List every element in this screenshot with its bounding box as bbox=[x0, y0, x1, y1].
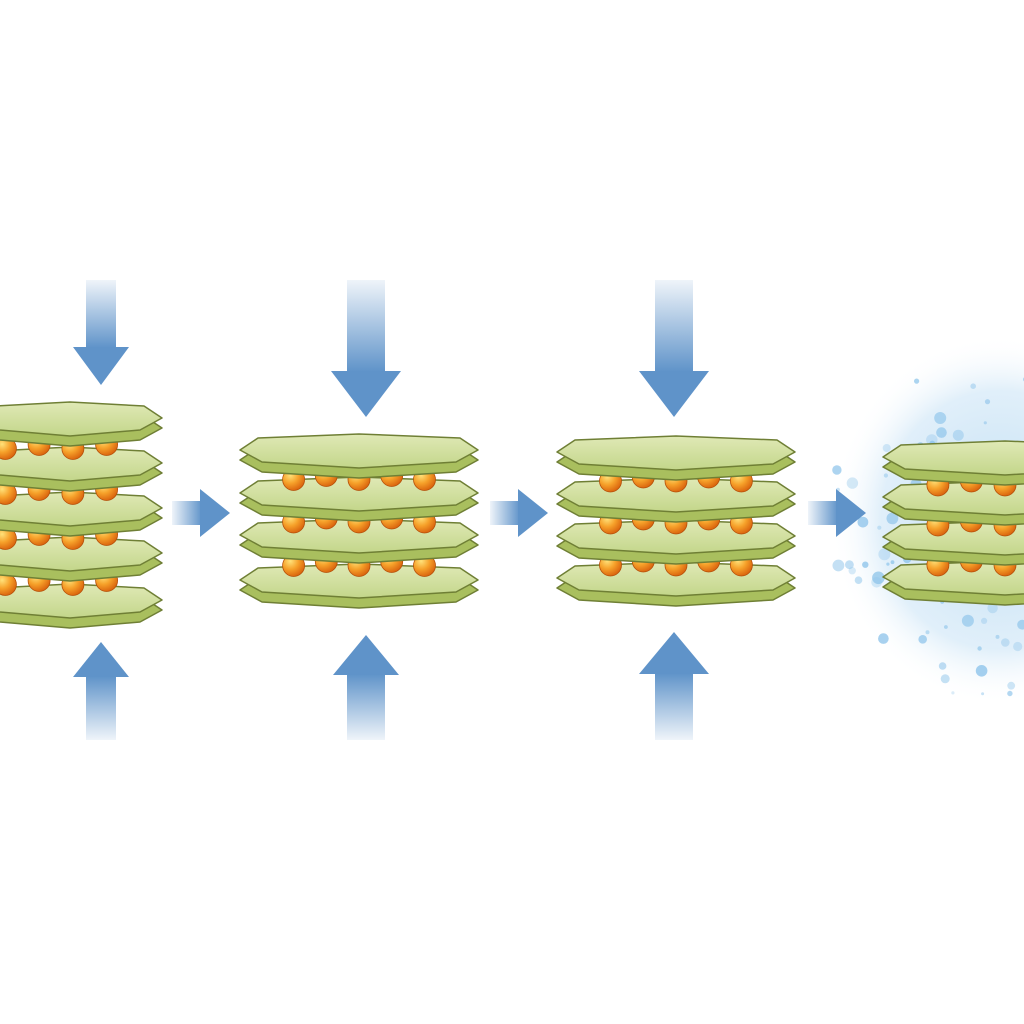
particle-dot bbox=[983, 421, 987, 425]
arrow-shaft bbox=[172, 501, 202, 525]
right-arrow bbox=[490, 489, 548, 537]
particle-dot bbox=[970, 383, 976, 390]
plate-top bbox=[239, 433, 479, 469]
arrow-shaft bbox=[655, 673, 693, 740]
arrow-shaft bbox=[86, 280, 116, 348]
particle-dot bbox=[1017, 619, 1024, 630]
particle-dot bbox=[934, 412, 947, 424]
particle-dot bbox=[981, 692, 985, 696]
right-arrow bbox=[808, 489, 866, 537]
particle-dot bbox=[926, 434, 938, 446]
stack-2 bbox=[239, 433, 479, 609]
up-arrow bbox=[639, 632, 709, 740]
plate bbox=[0, 401, 163, 447]
particle-dot bbox=[832, 465, 842, 475]
arrow-shaft bbox=[655, 280, 693, 372]
particle-dot bbox=[987, 602, 998, 614]
plate bbox=[0, 536, 163, 582]
particle-dot bbox=[872, 571, 885, 585]
particle-dot bbox=[886, 562, 890, 566]
particle-dot bbox=[952, 429, 964, 441]
arrow-head bbox=[639, 371, 709, 417]
right-arrow bbox=[172, 489, 230, 537]
plate-top bbox=[882, 440, 1024, 476]
plate bbox=[239, 433, 479, 479]
particle-dot bbox=[995, 634, 1000, 639]
particle-dot bbox=[882, 444, 891, 452]
arrow-shaft bbox=[347, 674, 385, 740]
particle-dot bbox=[951, 691, 955, 695]
plate bbox=[556, 435, 796, 481]
particle-dot bbox=[944, 625, 948, 629]
arrow-head bbox=[331, 371, 401, 417]
particle-dot bbox=[883, 473, 889, 478]
arrows bbox=[73, 280, 866, 740]
arrow-head bbox=[200, 489, 230, 537]
particle-dot bbox=[984, 399, 991, 405]
arrow-head bbox=[639, 632, 709, 674]
particle-dot bbox=[914, 378, 920, 384]
particle-dot bbox=[846, 477, 859, 489]
plate-top bbox=[556, 435, 796, 471]
stacks bbox=[0, 401, 1024, 629]
arrow-head bbox=[333, 635, 399, 675]
particle-dot bbox=[1013, 641, 1023, 652]
particle-dot bbox=[975, 665, 988, 677]
particle-dot bbox=[918, 635, 927, 644]
particle-dot bbox=[1007, 681, 1016, 690]
down-arrow bbox=[639, 280, 709, 417]
plate-top bbox=[0, 401, 163, 437]
down-arrow bbox=[331, 280, 401, 417]
plate bbox=[882, 440, 1024, 486]
arrow-head bbox=[73, 642, 129, 677]
particle-dot bbox=[936, 427, 947, 438]
up-arrow bbox=[333, 635, 399, 740]
arrow-shaft bbox=[808, 501, 838, 525]
arrow-shaft bbox=[86, 676, 116, 740]
plate-top bbox=[0, 583, 163, 619]
arrow-head bbox=[518, 489, 548, 537]
arrow-head bbox=[73, 347, 129, 385]
up-arrow bbox=[73, 642, 129, 740]
particle-dot bbox=[848, 567, 856, 575]
particle-dot bbox=[862, 561, 869, 568]
particle-dot bbox=[832, 559, 845, 572]
particle-dot bbox=[977, 646, 982, 651]
particle-dot bbox=[886, 512, 899, 525]
particle-dot bbox=[938, 662, 947, 670]
particle-dot bbox=[854, 576, 863, 584]
stack-4 bbox=[882, 440, 1024, 606]
arrow-shaft bbox=[347, 280, 385, 372]
particle-dot bbox=[961, 614, 974, 627]
particle-dot bbox=[981, 617, 988, 625]
particle-dot bbox=[878, 548, 891, 561]
particle-dot bbox=[877, 525, 882, 530]
particle-dot bbox=[925, 630, 930, 635]
particle-dot bbox=[857, 516, 869, 528]
stack-3 bbox=[556, 435, 796, 607]
particle-dot bbox=[1001, 638, 1010, 647]
particle-dot bbox=[940, 674, 950, 684]
particle-dot bbox=[878, 633, 889, 644]
down-arrow bbox=[73, 280, 129, 385]
arrow-head bbox=[836, 489, 866, 537]
arrow-shaft bbox=[490, 501, 520, 525]
particle-dot bbox=[845, 560, 854, 570]
stack-1 bbox=[0, 401, 163, 629]
particle-dot bbox=[871, 577, 882, 588]
particle-dot bbox=[890, 560, 895, 565]
particle-dot bbox=[1007, 690, 1013, 697]
plate bbox=[0, 583, 163, 629]
